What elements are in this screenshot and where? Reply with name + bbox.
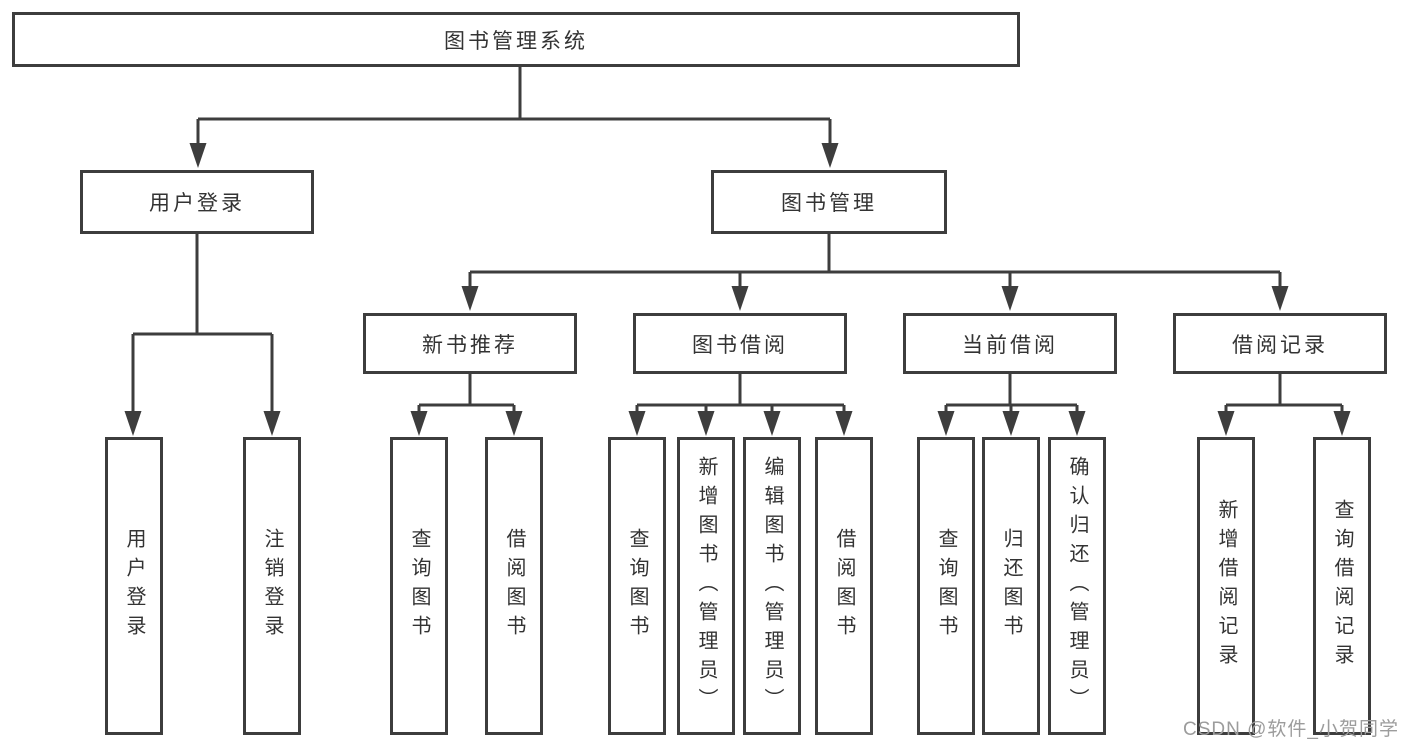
leaf-user-login: 用户登录	[105, 437, 163, 735]
connector-userlogin-to-leaves	[131, 234, 274, 414]
node-root-label: 图书管理系统	[444, 29, 588, 53]
leaf-query-books-current-label: 查询图书	[935, 528, 957, 644]
leaf-borrow-books-recommend-label: 借阅图书	[503, 528, 525, 644]
leaf-return-books: 归还图书	[982, 437, 1040, 735]
arrowhead	[263, 411, 281, 436]
arrowhead	[937, 411, 955, 436]
arrowhead	[731, 286, 749, 311]
connector-newbooks-to-leaves	[417, 374, 516, 414]
connector-root-to-level2	[196, 67, 832, 146]
leaf-add-books-admin-label: 新增图书（管理员）	[695, 455, 717, 717]
arrowhead	[697, 411, 715, 436]
leaf-user-login-label: 用户登录	[123, 528, 145, 644]
node-book-management: 图书管理	[711, 170, 947, 234]
node-book-borrowing-label: 图书借阅	[692, 333, 788, 357]
leaf-return-books-label: 归还图书	[1000, 528, 1022, 644]
arrowhead	[1333, 411, 1351, 436]
node-root-system: 图书管理系统	[12, 12, 1020, 67]
leaf-confirm-return-admin: 确认归还（管理员）	[1048, 437, 1106, 735]
node-book-management-label: 图书管理	[781, 192, 877, 215]
leaf-borrow-books-label: 借阅图书	[833, 528, 855, 644]
leaf-add-borrow-record: 新增借阅记录	[1197, 437, 1255, 735]
arrowhead	[1002, 411, 1020, 436]
arrowhead	[1217, 411, 1235, 436]
leaf-logout: 注销登录	[243, 437, 301, 735]
connector-currentborrow-to-leaves	[944, 374, 1079, 414]
node-current-borrowing: 当前借阅	[903, 313, 1117, 374]
connector-borrowrecords-to-leaves	[1224, 374, 1344, 414]
node-new-book-recommend-label: 新书推荐	[422, 333, 518, 357]
leaf-edit-books-admin-label: 编辑图书（管理员）	[761, 455, 783, 717]
leaf-edit-books-admin: 编辑图书（管理员）	[743, 437, 801, 735]
leaf-borrow-books: 借阅图书	[815, 437, 873, 735]
arrowhead	[1271, 286, 1289, 311]
node-borrowing-records: 借阅记录	[1173, 313, 1387, 374]
leaf-add-borrow-record-label: 新增借阅记录	[1215, 499, 1237, 673]
node-user-login: 用户登录	[80, 170, 314, 234]
leaf-logout-label: 注销登录	[261, 528, 283, 644]
leaf-query-books-current: 查询图书	[917, 437, 975, 735]
connector-bookborrow-to-leaves	[635, 374, 846, 414]
arrowhead	[410, 411, 428, 436]
leaf-query-borrow-record: 查询借阅记录	[1313, 437, 1371, 735]
leaf-query-borrow-record-label: 查询借阅记录	[1331, 499, 1353, 673]
node-new-book-recommend: 新书推荐	[363, 313, 577, 374]
connector-bookmgmt-to-level3	[468, 234, 1282, 289]
csdn-watermark: CSDN @软件_小贺同学	[1183, 719, 1399, 740]
arrowhead	[124, 411, 142, 436]
node-book-borrowing: 图书借阅	[633, 313, 847, 374]
arrowhead	[628, 411, 646, 436]
arrowhead	[461, 286, 479, 311]
leaf-borrow-books-recommend: 借阅图书	[485, 437, 543, 735]
arrowhead	[821, 143, 839, 168]
arrowhead	[1068, 411, 1086, 436]
leaf-add-books-admin: 新增图书（管理员）	[677, 437, 735, 735]
leaf-confirm-return-admin-label: 确认归还（管理员）	[1066, 455, 1088, 717]
leaf-query-books-recommend-label: 查询图书	[408, 528, 430, 644]
arrowhead	[763, 411, 781, 436]
leaf-query-books-borrowing-label: 查询图书	[626, 528, 648, 644]
node-borrowing-records-label: 借阅记录	[1232, 333, 1328, 357]
arrowhead	[835, 411, 853, 436]
arrowhead	[1001, 286, 1019, 311]
arrowhead	[505, 411, 523, 436]
leaf-query-books-recommend: 查询图书	[390, 437, 448, 735]
leaf-query-books-borrowing: 查询图书	[608, 437, 666, 735]
arrowhead	[189, 143, 207, 168]
node-user-login-label: 用户登录	[149, 192, 245, 215]
node-current-borrowing-label: 当前借阅	[962, 333, 1058, 357]
